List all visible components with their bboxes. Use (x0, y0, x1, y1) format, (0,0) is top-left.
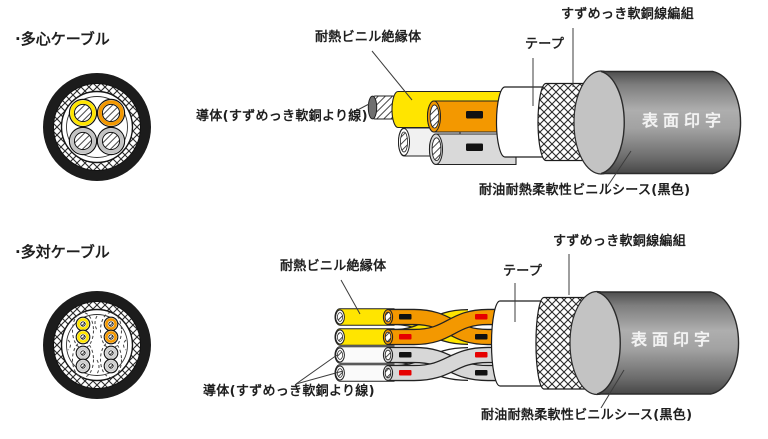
surface-print-multicore: 表面印字 (642, 111, 727, 130)
label-braid-multipair: すずめっき軟銅線編組 (553, 234, 687, 249)
multicore-cutaway (367, 70, 742, 175)
tape-layer (495, 86, 547, 158)
pair-gray-2 (103, 345, 119, 374)
label-sheath-multipair: 耐油耐熱柔軟性ビニルシース(黒色) (481, 408, 693, 423)
pair-orange (103, 316, 119, 345)
tape-layer (490, 300, 545, 387)
sheath-layer (600, 70, 742, 175)
label-braid-multicore: すずめっき軟銅線編組 (561, 7, 695, 22)
pair-gray-1 (75, 345, 91, 374)
core-gray-1 (68, 126, 98, 156)
multipair-leader-lines (295, 254, 625, 409)
label-sheath-multicore: 耐油耐熱柔軟性ビニルシース(黒色) (479, 183, 691, 198)
multicore-cross-section (43, 73, 151, 181)
label-tape-multipair: テープ (503, 264, 543, 279)
core-orange (96, 98, 126, 128)
label-insulation-multipair: 耐熱ビニル絶縁体 (280, 259, 387, 274)
label-insulation-multicore: 耐熱ビニル絶縁体 (315, 30, 422, 45)
label-tape-multicore: テープ (525, 37, 565, 52)
section-title-multipair: ·多対ケーブル (15, 243, 110, 261)
label-conductor-multicore: 導体(すずめっき軟銅より線) (196, 109, 368, 124)
core-yellow (68, 98, 98, 128)
front-conductor-ends (382, 309, 394, 381)
multipair-cutaway (334, 290, 740, 396)
sheath-layer (596, 291, 740, 395)
label-conductor-multipair: 導体(すずめっき軟銅より線) (203, 384, 375, 399)
section-title-multicore: ·多心ケーブル (15, 30, 110, 48)
core-gray-2 (96, 126, 126, 156)
stub-wires (334, 308, 395, 382)
multicore-leader-lines (349, 28, 632, 188)
pair-yellow (75, 316, 91, 345)
surface-print-multipair: 表面印字 (631, 330, 716, 349)
wire-marks (399, 314, 488, 376)
multipair-cross-section (43, 291, 151, 399)
